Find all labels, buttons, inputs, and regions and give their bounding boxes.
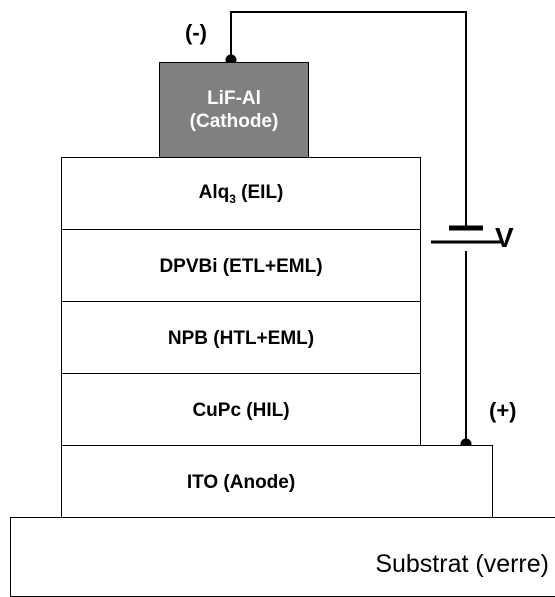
eil-layer: Alq3 (EIL): [61, 157, 421, 231]
positive-terminal-label: (+): [489, 398, 517, 423]
etl-eml-layer: DPVBi (ETL+EML): [61, 229, 421, 303]
cathode-layer: LiF-Al (Cathode): [159, 62, 309, 159]
negative-wire: [230, 11, 467, 227]
anode-label: ITO (Anode): [186, 471, 296, 493]
substrate-layer: Substrat (verre): [10, 517, 555, 597]
etl-eml-label: DPVBi (ETL+EML): [159, 255, 323, 277]
substrate-label: Substrat (verre): [375, 550, 549, 578]
htl-eml-layer: NPB (HTL+EML): [61, 301, 421, 375]
anode-layer: ITO (Anode): [61, 445, 493, 519]
cathode-label-line1: LiF-Al: [207, 87, 261, 109]
oled-structure-diagram: LiF-Al (Cathode) Alq3 (EIL) DPVBi (ETL+E…: [10, 11, 555, 597]
cathode-label-line2: (Cathode): [189, 110, 279, 132]
battery-voltage-label: V: [495, 222, 514, 253]
negative-terminal-label: (-): [185, 20, 207, 45]
hil-label: CuPc (HIL): [192, 399, 290, 421]
hil-layer: CuPc (HIL): [61, 373, 421, 447]
htl-eml-label: NPB (HTL+EML): [167, 327, 315, 349]
eil-label: Alq3 (EIL): [198, 182, 284, 206]
